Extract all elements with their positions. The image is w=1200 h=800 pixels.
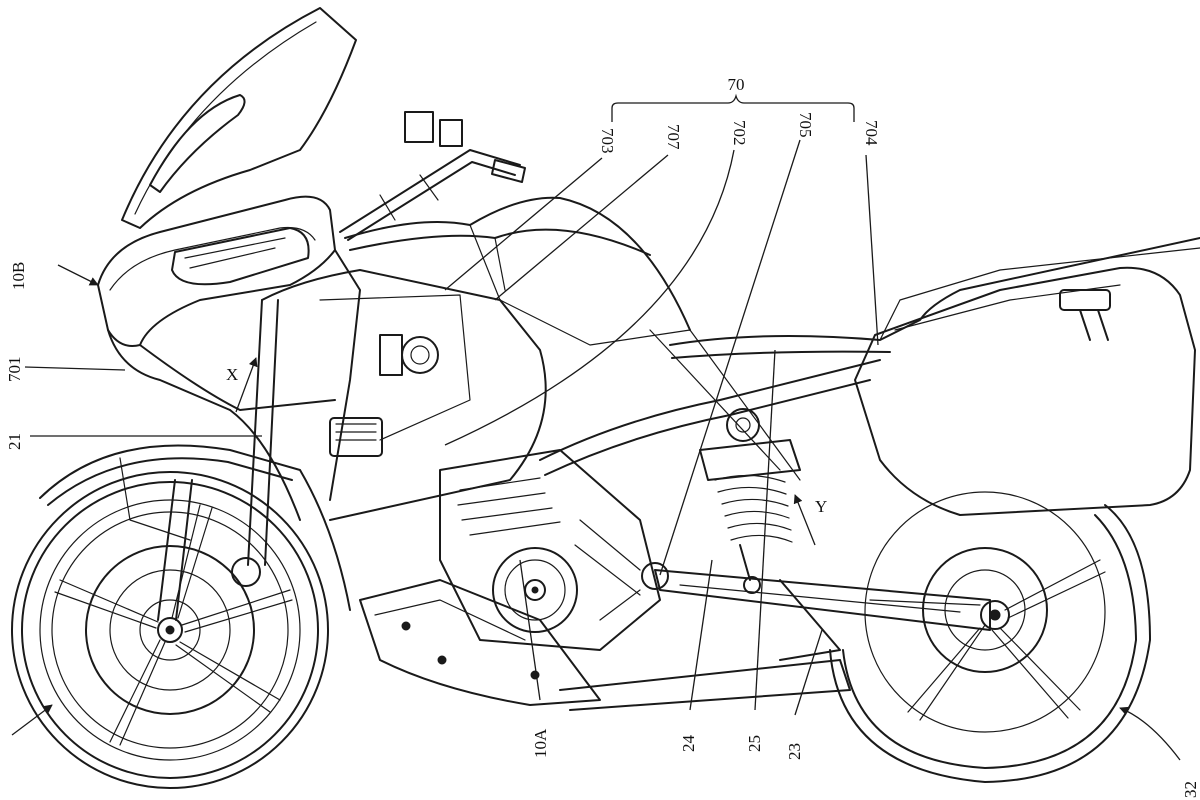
brace-70 [611,93,855,122]
arrow-y [793,494,816,546]
leader-23 [794,629,823,716]
front-brake-disc [85,545,255,715]
rear-shock [699,408,801,594]
label-701: 701 [5,357,24,383]
engine [439,449,669,651]
front-fork [157,299,279,621]
leader-10A [519,559,541,701]
swingarm [654,569,991,661]
arrow-x [235,357,258,413]
label-707: 707 [664,124,683,150]
label-702: 702 [730,120,749,146]
label-32: 32 [1181,781,1200,798]
windscreen [121,7,357,229]
leader-32 [1119,706,1181,761]
handlebar [339,111,526,241]
side-panel [261,269,547,521]
label-703: 703 [598,128,617,154]
reference-labels: 70 703 707 702 705 704 10B 701 21 X Y 10… [5,75,1200,798]
ecu-box [329,417,383,457]
seat [669,237,1200,359]
front-wheel-spokes [54,504,293,746]
label-10B: 10B [9,262,28,290]
label-23: 23 [785,743,804,760]
label-10A: 10A [531,728,550,758]
leader-703 [444,157,603,291]
leader-24 [689,559,713,711]
direction-arrows [235,357,816,546]
leader-701 [24,366,126,371]
label-21: 21 [5,433,24,450]
leader-25 [754,349,776,711]
leader-702 [444,149,735,446]
front-fender [39,444,351,611]
front-fairing [97,195,361,521]
label-x: X [226,365,238,384]
leader-704 [865,154,879,346]
rear-wheel [829,491,1151,783]
pannier-latch [1059,289,1111,341]
label-y: Y [815,497,827,516]
front-wheel [11,471,329,789]
leader-707 [494,154,669,301]
leader-lines [11,139,1181,761]
label-25: 25 [745,735,764,752]
fuel-tank [344,196,691,346]
label-705: 705 [796,112,815,138]
leader-front-wheel [11,704,53,736]
leader-705 [659,139,801,576]
master-cylinder [379,334,439,376]
engine-gear [492,547,578,633]
label-24: 24 [679,735,698,753]
label-704: 704 [862,120,881,146]
exhaust [359,579,851,711]
leader-10B [57,264,99,286]
label-70: 70 [728,75,745,94]
pannier [854,266,1196,516]
headlight [171,227,310,286]
